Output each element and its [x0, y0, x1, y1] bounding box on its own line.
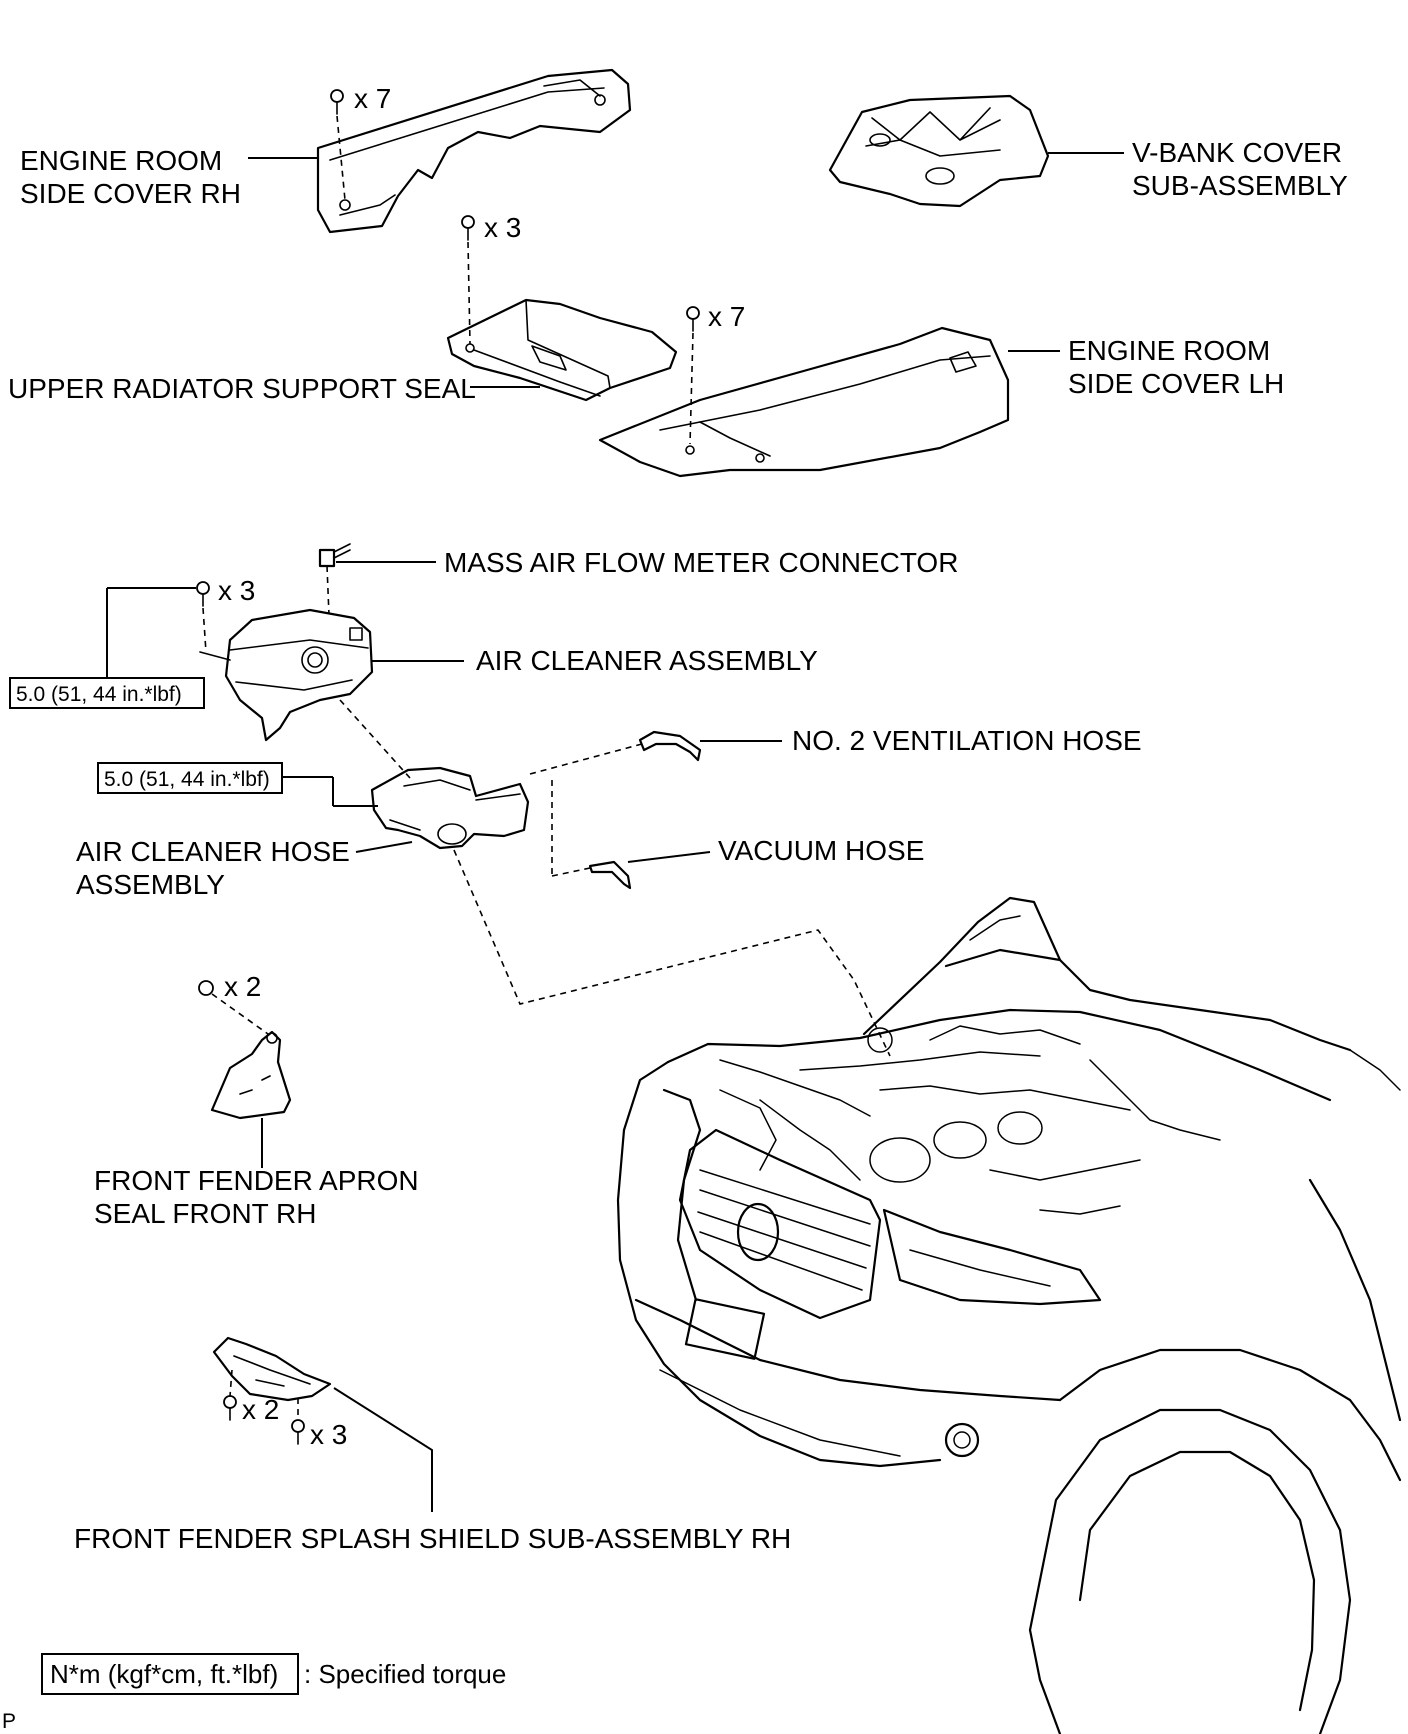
- torque-box-air-cleaner-hose: [97, 762, 283, 794]
- label-engine-room-side-cover-rh-1: ENGINE ROOM: [20, 145, 222, 176]
- vehicle-illustration: [616, 896, 1402, 1734]
- torque-box-air-cleaner: [9, 677, 205, 709]
- air-cleaner-assembly-part: [199, 608, 374, 742]
- fastener-count-side-cover-lh: x 7: [708, 301, 745, 332]
- fastener-count-splash-shield-b: x 3: [310, 1419, 347, 1450]
- label-no2-ventilation-hose: NO. 2 VENTILATION HOSE: [792, 725, 1142, 756]
- bolt-icon: [686, 306, 700, 332]
- corner-mark: P: [2, 1710, 16, 1733]
- fastener-count-apron-seal: x 2: [224, 971, 261, 1002]
- bolt-icon: [461, 215, 475, 241]
- bolt-icon: [198, 980, 214, 996]
- label-air-cleaner-hose-assembly-1: AIR CLEANER HOSE: [76, 836, 350, 867]
- label-mass-air-flow-meter-connector: MASS AIR FLOW METER CONNECTOR: [444, 547, 958, 578]
- label-upper-radiator-support-seal: UPPER RADIATOR SUPPORT SEAL: [8, 373, 476, 404]
- label-v-bank-cover-1: V-BANK COVER: [1132, 137, 1342, 168]
- vacuum-hose-part: [588, 860, 632, 890]
- upper-radiator-support-seal-part: [446, 298, 678, 402]
- engine-room-side-cover-lh-part: [598, 326, 1010, 478]
- label-air-cleaner-hose-assembly-2: ASSEMBLY: [76, 869, 225, 900]
- bolt-icon: [223, 1395, 237, 1421]
- label-vacuum-hose: VACUUM HOSE: [718, 835, 924, 866]
- bolt-icon: [196, 581, 210, 607]
- label-front-fender-apron-seal-1: FRONT FENDER APRON: [94, 1165, 419, 1196]
- torque-spec-air-cleaner-hose: 5.0 (51, 44 in.*lbf): [104, 768, 270, 791]
- label-engine-room-side-cover-lh-1: ENGINE ROOM: [1068, 335, 1270, 366]
- label-engine-room-side-cover-lh-2: SIDE COVER LH: [1068, 368, 1284, 399]
- fastener-count-splash-shield-a: x 2: [242, 1394, 279, 1425]
- legend-specified-torque: : Specified torque: [304, 1659, 506, 1689]
- fastener-count-air-cleaner: x 3: [218, 575, 255, 606]
- air-cleaner-hose-assembly-part: [370, 766, 530, 850]
- label-air-cleaner-assembly: AIR CLEANER ASSEMBLY: [476, 645, 818, 676]
- legend-torque-unit: N*m (kgf*cm, ft.*lbf): [50, 1659, 278, 1689]
- front-fender-apron-seal-part: [210, 1030, 292, 1120]
- bolt-icon: [291, 1419, 305, 1445]
- label-v-bank-cover-2: SUB-ASSEMBLY: [1132, 170, 1348, 201]
- fastener-count-radiator-seal: x 3: [484, 212, 521, 243]
- no2-ventilation-hose-part: [638, 730, 702, 762]
- engine-room-side-cover-rh-part: [316, 68, 632, 234]
- bolt-icon: [330, 89, 344, 115]
- front-fender-splash-shield-part: [212, 1336, 332, 1402]
- v-bank-cover-part: [828, 94, 1050, 208]
- label-front-fender-splash-shield: FRONT FENDER SPLASH SHIELD SUB-ASSEMBLY …: [74, 1523, 791, 1554]
- fastener-count-side-cover-rh: x 7: [354, 83, 391, 114]
- torque-spec-air-cleaner: 5.0 (51, 44 in.*lbf): [16, 683, 182, 706]
- legend-torque-unit-box: [41, 1653, 299, 1695]
- label-engine-room-side-cover-rh-2: SIDE COVER RH: [20, 178, 241, 209]
- label-front-fender-apron-seal-2: SEAL FRONT RH: [94, 1198, 316, 1229]
